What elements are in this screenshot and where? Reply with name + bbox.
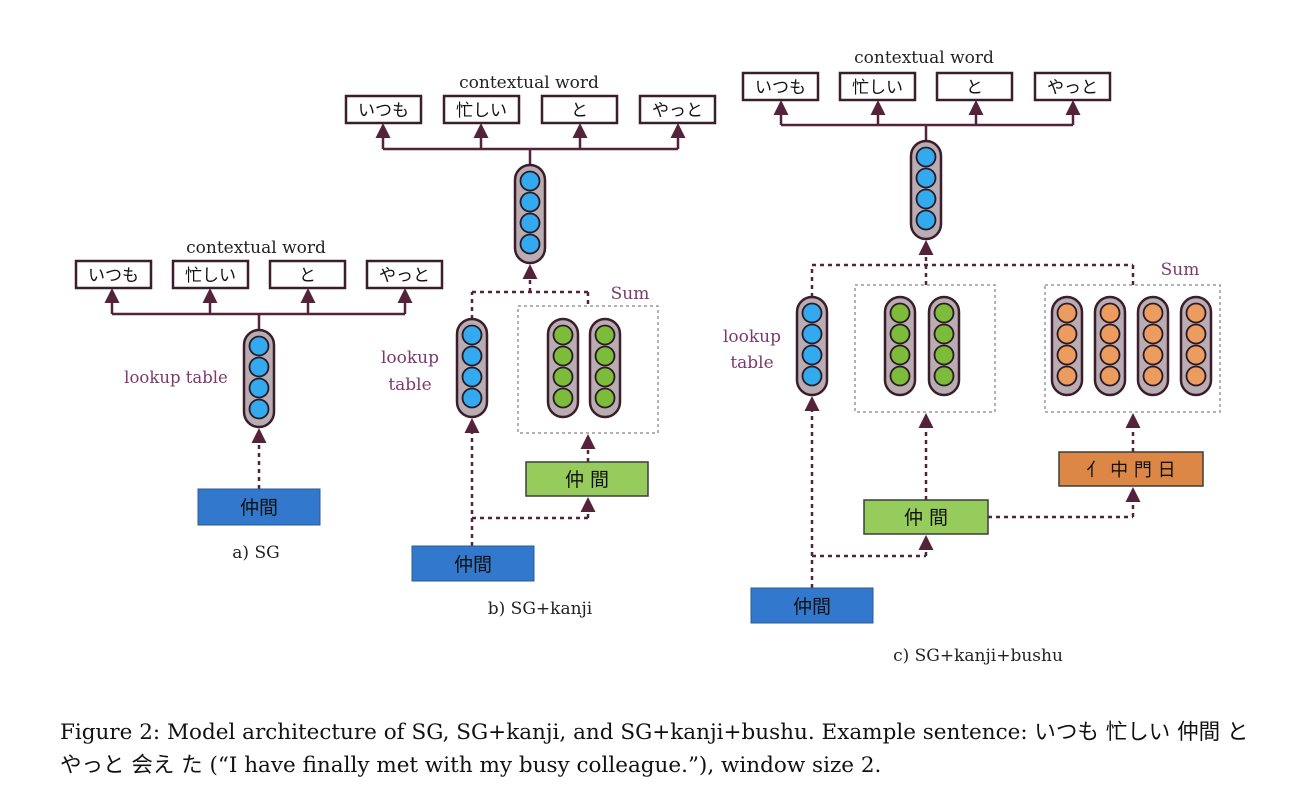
panel-c-context-words: いつも 忙しい と やっと [741, 71, 1112, 102]
panel-b-context-word-3: と [571, 101, 588, 121]
panel-c-kanji-to-bushu-connector [988, 487, 1141, 519]
panel-a-embedding-vector [242, 328, 276, 429]
panel-c-lookup-label-line2: table [730, 353, 773, 373]
panel-b-merge-connector [470, 264, 590, 319]
panel-a: contextual word いつも 忙しい と やっと lookup [74, 238, 444, 563]
panel-b-input-box [411, 545, 535, 582]
panel-c-kanji-box [863, 499, 989, 535]
panel-b-fanout-connector [375, 123, 686, 165]
panel-c-contextual-label: contextual word [854, 48, 994, 68]
panel-b-kanji-vectors [546, 317, 622, 419]
panel-c-kanji-vectors [883, 295, 961, 397]
panel-a-input-box [197, 488, 321, 526]
panel-c-context-word-4: やっと [1047, 78, 1098, 98]
panel-c: contextual word いつも 忙しい と やっと [723, 48, 1221, 666]
panel-a-fanout-connector [104, 288, 413, 330]
panel-a-input-word: 仲間 [240, 497, 278, 519]
panel-c-input-word: 仲間 [793, 596, 831, 618]
panel-c-input-connector [804, 396, 934, 588]
architecture-diagram: contextual word いつも 忙しい と やっと lookup [74, 48, 1221, 666]
panel-a-context-word-2: 忙しい [185, 266, 236, 286]
panel-b-caption: b) SG+kanji [488, 599, 593, 619]
panel-c-output-vector [909, 139, 943, 241]
figure-caption: Figure 2: Model architecture of SG, SG+k… [60, 720, 1249, 778]
panel-b-input-connector [464, 418, 596, 546]
panel-b-kanji-box [525, 461, 649, 497]
panel-a-context-word-3: と [299, 266, 316, 286]
panel-b-lookup-label-line1: lookup [381, 348, 439, 368]
panel-b-sum-box [517, 305, 659, 434]
panel-c-bushu-box [1058, 451, 1204, 487]
panel-b: contextual word いつも 忙しい と やっと [344, 73, 717, 619]
panel-a-lookup-label: lookup table [124, 368, 228, 387]
panel-a-caption: a) SG [232, 543, 279, 563]
panel-b-lookup-label-line2: table [388, 375, 431, 395]
panel-b-sum-label: Sum [611, 284, 650, 304]
panel-a-context-words: いつも 忙しい と やっと [74, 259, 444, 290]
panel-b-word-vector [455, 317, 489, 419]
panel-b-context-word-1: いつも [358, 101, 409, 121]
panel-c-context-word-2: 忙しい [852, 78, 903, 98]
panel-c-fanout-connector [773, 100, 1081, 141]
panel-c-kanji: 仲 間 [904, 507, 948, 529]
panel-c-bushu-sum-box [1044, 284, 1221, 413]
panel-b-contextual-label: contextual word [459, 73, 599, 93]
panel-c-input-box [750, 587, 874, 624]
panel-b-context-word-4: やっと [652, 101, 703, 121]
panel-a-context-word-1: いつも [88, 266, 139, 286]
panel-c-sum-label: Sum [1161, 260, 1200, 280]
panel-c-kanji-sum-box [854, 284, 996, 413]
panel-b-context-words: いつも 忙しい と やっと [344, 94, 717, 125]
panel-c-bushu: 亻 中 門 日 [1086, 460, 1175, 481]
panel-c-context-word-3: と [966, 78, 983, 98]
panel-c-bushu-vectors [1050, 295, 1213, 397]
panel-c-lookup-label-line1: lookup [723, 327, 781, 347]
panel-c-word-vector [795, 295, 829, 397]
panel-c-merge-connector [810, 240, 1135, 297]
panel-a-context-word-4: やっと [379, 266, 430, 286]
panel-b-context-word-2: 忙しい [456, 101, 507, 121]
panel-b-input-word: 仲間 [454, 554, 492, 576]
panel-c-context-word-1: いつも [755, 78, 806, 98]
panel-a-contextual-label: contextual word [186, 238, 326, 258]
panel-b-output-vector [513, 163, 547, 265]
panel-b-kanji: 仲 間 [565, 469, 609, 491]
panel-c-caption: c) SG+kanji+bushu [893, 646, 1063, 666]
